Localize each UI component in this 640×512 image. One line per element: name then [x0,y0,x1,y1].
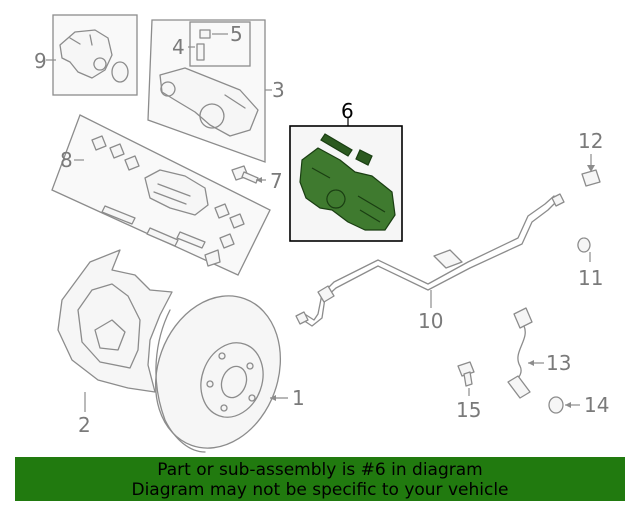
info-banner: Part or sub-assembly is #6 in diagram Di… [15,457,625,501]
callout-6: 6 [341,99,354,123]
part-9-housing [59,29,113,79]
part-6-group[interactable]: 6 [289,99,403,242]
part-6-guide-pin [320,133,353,157]
part-1-stud-hole-e [206,380,214,388]
part-10-bracket [433,249,463,269]
part-1-stud-hole-a [218,352,226,360]
callout-7: 7 [270,169,283,193]
part-10-end-fitting [295,311,309,325]
part-1-stud-hole-b [246,362,254,370]
part-12-group[interactable]: 12 [578,129,603,187]
callout-12: 12 [578,129,603,153]
part-1-group[interactable]: 1 [135,278,305,456]
part-14-group[interactable]: 14 [548,393,609,417]
part-3-caliper [159,67,259,137]
part-7-group[interactable]: 7 [231,165,283,193]
arrow-7 [256,177,262,183]
callout-9: 9 [34,49,47,73]
arrow-13 [528,360,534,366]
part-10-line-outer [299,199,559,327]
part-10-line-inner [302,195,555,321]
part-10-group[interactable]: 10 [295,193,565,333]
part-8-shims [204,203,245,267]
callout-10: 10 [418,309,443,333]
part-10-end-fitting-b [551,193,565,207]
part-1-stud-hole-c [248,394,256,402]
callout-13: 13 [546,351,571,375]
part-8-pins [101,205,206,249]
part-13-wire [513,325,526,385]
part-2-shield [57,249,173,393]
part-8-pad [144,169,209,216]
arrow-14 [565,402,571,408]
part-9-group[interactable]: 9 [34,14,138,96]
part-8-pad-detail [153,183,191,205]
part-14-oring [548,396,564,414]
part-12-fitting [581,169,601,187]
arrow-1 [270,395,276,401]
callout-8: 8 [60,148,73,172]
callout-14: 14 [584,393,609,417]
part-5-cap [199,29,211,39]
callout-1: 1 [292,386,305,410]
part-1-stud-hole-d [220,404,228,412]
part-1-rotor-edge [155,309,206,453]
callout-3: 3 [272,78,285,102]
part-2-shield-inner [77,283,141,369]
banner-line-2: Diagram may not be specific to your vehi… [131,480,509,500]
part-4-bleeder [196,43,205,61]
part-6-caliper-body [299,147,396,231]
part-7-bolt-shank [241,171,259,184]
part-15-group[interactable]: 15 [456,361,481,422]
part-1-center-bore [220,365,248,399]
callout-2: 2 [78,413,91,437]
callout-5: 5 [230,22,243,46]
part-8-clips [91,135,140,171]
brake-parts-diagram: 9 3 5 4 8 7 6 [34,14,609,456]
part-3-detail [160,81,246,129]
part-13-connector [513,307,533,329]
part-13-sensor [507,375,531,399]
part-15-bolt-shank [463,371,473,387]
part-11-group[interactable]: 11 [577,237,604,290]
part-9-detail [69,34,107,71]
part-2-shield-detail [94,319,126,351]
part-8-group[interactable]: 8 [51,114,271,276]
callout-15: 15 [456,398,481,422]
banner-line-1: Part or sub-assembly is #6 in diagram [157,460,483,480]
arrow-12 [587,165,595,172]
part-9-seal [111,61,129,83]
part-4-5-group[interactable]: 5 4 [172,21,251,67]
part-2-group[interactable]: 2 [57,249,173,437]
part-11-grommet [577,237,591,253]
part-13-group[interactable]: 13 [507,307,571,399]
part-10-fitting-a [317,285,335,303]
callout-11: 11 [578,266,603,290]
part-6-boot [355,149,373,166]
part-6-detail [311,167,386,223]
callout-4: 4 [172,35,185,59]
